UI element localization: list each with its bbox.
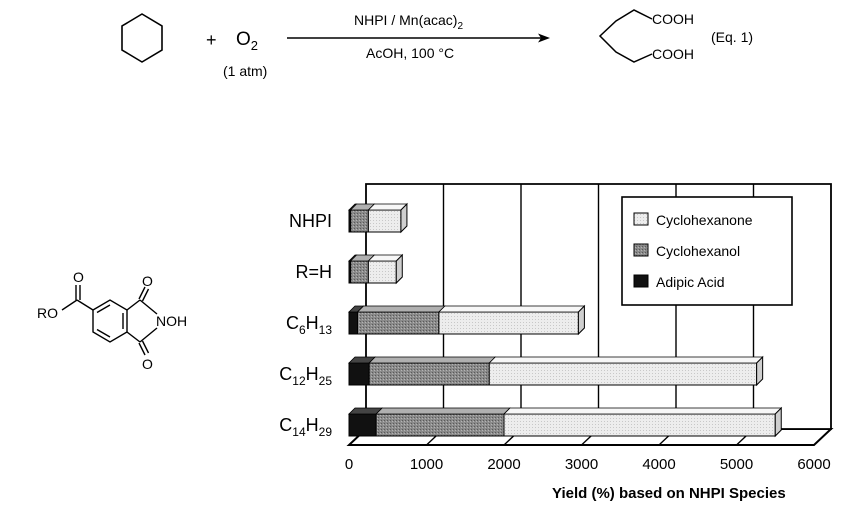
- legend-label: Cyclohexanone: [656, 212, 753, 228]
- bar-segment: [375, 413, 505, 437]
- category-label-subscript: 14: [292, 425, 306, 439]
- x-tick-label: 0: [345, 456, 353, 473]
- acid-top-label: COOH: [652, 11, 694, 27]
- bar-segment: [350, 260, 369, 284]
- pressure-label: (1 atm): [223, 63, 267, 79]
- bar-nhpi: [348, 202, 408, 234]
- bar-end-cap: [577, 304, 585, 336]
- bar-segment: [367, 209, 402, 233]
- noh-label: NOH: [156, 313, 187, 329]
- x-tick-label: 1000: [410, 456, 443, 473]
- bar-segment: [348, 311, 359, 335]
- bar-segment: [368, 362, 490, 386]
- bar-c6: [348, 304, 586, 336]
- category-label-text: NHPI: [289, 211, 332, 231]
- bar-segment-top: [503, 407, 783, 415]
- category-label-text: H: [306, 364, 319, 384]
- category-label-c14: C14H29: [279, 415, 332, 439]
- bar-segment: [438, 311, 579, 335]
- legend-swatch: [633, 243, 649, 257]
- bar-end-cap: [756, 355, 764, 387]
- category-label-c6: C6H13: [286, 313, 332, 337]
- imide-oxygen-bottom-label: O: [142, 356, 153, 372]
- legend-box: [621, 196, 793, 306]
- category-label-subscript: 13: [319, 323, 333, 337]
- category-label-subscript: 25: [319, 374, 333, 388]
- catalyst-label: NHPI / Mn(acac)2: [354, 12, 463, 32]
- category-label-subscript: 29: [319, 425, 333, 439]
- x-tick-label: 2000: [487, 456, 520, 473]
- grid-lines: [348, 184, 832, 446]
- floor-tick-line: [813, 428, 832, 446]
- category-label-c12: C12H25: [279, 364, 332, 388]
- catalyst-text: NHPI / Mn(acac): [354, 12, 457, 28]
- bar-c14: [348, 406, 783, 438]
- bar-segment-top: [375, 407, 511, 415]
- ro-label: RO: [37, 305, 58, 321]
- category-label-text: H: [306, 415, 319, 435]
- legend-swatch: [633, 274, 649, 288]
- legend-label: Adipic Acid: [656, 274, 724, 290]
- oxygen-subscript: 2: [251, 38, 258, 53]
- bar-end-cap: [395, 253, 403, 285]
- category-label-rh: R=H: [295, 262, 332, 282]
- x-tick-labels: 0 1000 2000 3000 4000 5000 6000: [345, 456, 831, 473]
- reaction-equation: + O2 (1 atm) NHPI / Mn(acac)2 AcOH, 100 …: [121, 9, 753, 79]
- category-label-nhpi: NHPI: [289, 211, 332, 231]
- oxygen-reagent: O2: [236, 29, 258, 53]
- bar-segment: [357, 311, 440, 335]
- bar-segment-top: [488, 356, 764, 364]
- legend-swatch: [633, 212, 649, 226]
- x-tick-label: 6000: [797, 456, 830, 473]
- bar-segment-top: [356, 305, 446, 313]
- adipic-acid-structure: [598, 9, 653, 63]
- ester-oxygen-label: O: [73, 269, 84, 285]
- bar-segment-top: [368, 356, 497, 364]
- x-tick-label: 4000: [642, 456, 675, 473]
- conditions-label: AcOH, 100 °C: [366, 45, 454, 61]
- bar-c12: [348, 355, 764, 387]
- x-tick-label: 5000: [720, 456, 753, 473]
- equation-number: (Eq. 1): [711, 29, 753, 45]
- bar-segment: [488, 362, 758, 386]
- category-label-text: C: [279, 364, 292, 384]
- acid-bottom-label: COOH: [652, 46, 694, 62]
- x-tick-label: 3000: [565, 456, 598, 473]
- category-label-text: R=H: [295, 262, 332, 282]
- category-label-text: H: [306, 313, 319, 333]
- bar-segment: [350, 209, 369, 233]
- category-label-subscript: 12: [292, 374, 306, 388]
- category-label-subscript: 6: [299, 323, 306, 337]
- bar-segment: [367, 260, 397, 284]
- category-label-text: C: [279, 415, 292, 435]
- bar-segment-top: [437, 305, 586, 313]
- legend-label: Cyclohexanol: [656, 243, 740, 259]
- catalyst-subscript: 2: [457, 21, 463, 32]
- bar-end-cap: [774, 406, 782, 438]
- imide-oxygen-top-label: O: [142, 273, 153, 289]
- bar-rh: [348, 253, 404, 285]
- bar-segment: [348, 413, 377, 437]
- plus-sign: +: [206, 30, 217, 50]
- bar-segment: [348, 362, 370, 386]
- bar-series: [348, 202, 783, 438]
- nhpi-derivative-structure: [61, 285, 158, 356]
- bar-end-cap: [400, 202, 408, 234]
- bar-segment: [503, 413, 776, 437]
- reaction-arrow-head: [538, 33, 550, 43]
- x-axis-title: Yield (%) based on NHPI Species: [552, 485, 786, 502]
- oxygen-symbol: O: [236, 29, 251, 50]
- cyclohexane-ring: [121, 13, 163, 63]
- category-label-text: C: [286, 313, 299, 333]
